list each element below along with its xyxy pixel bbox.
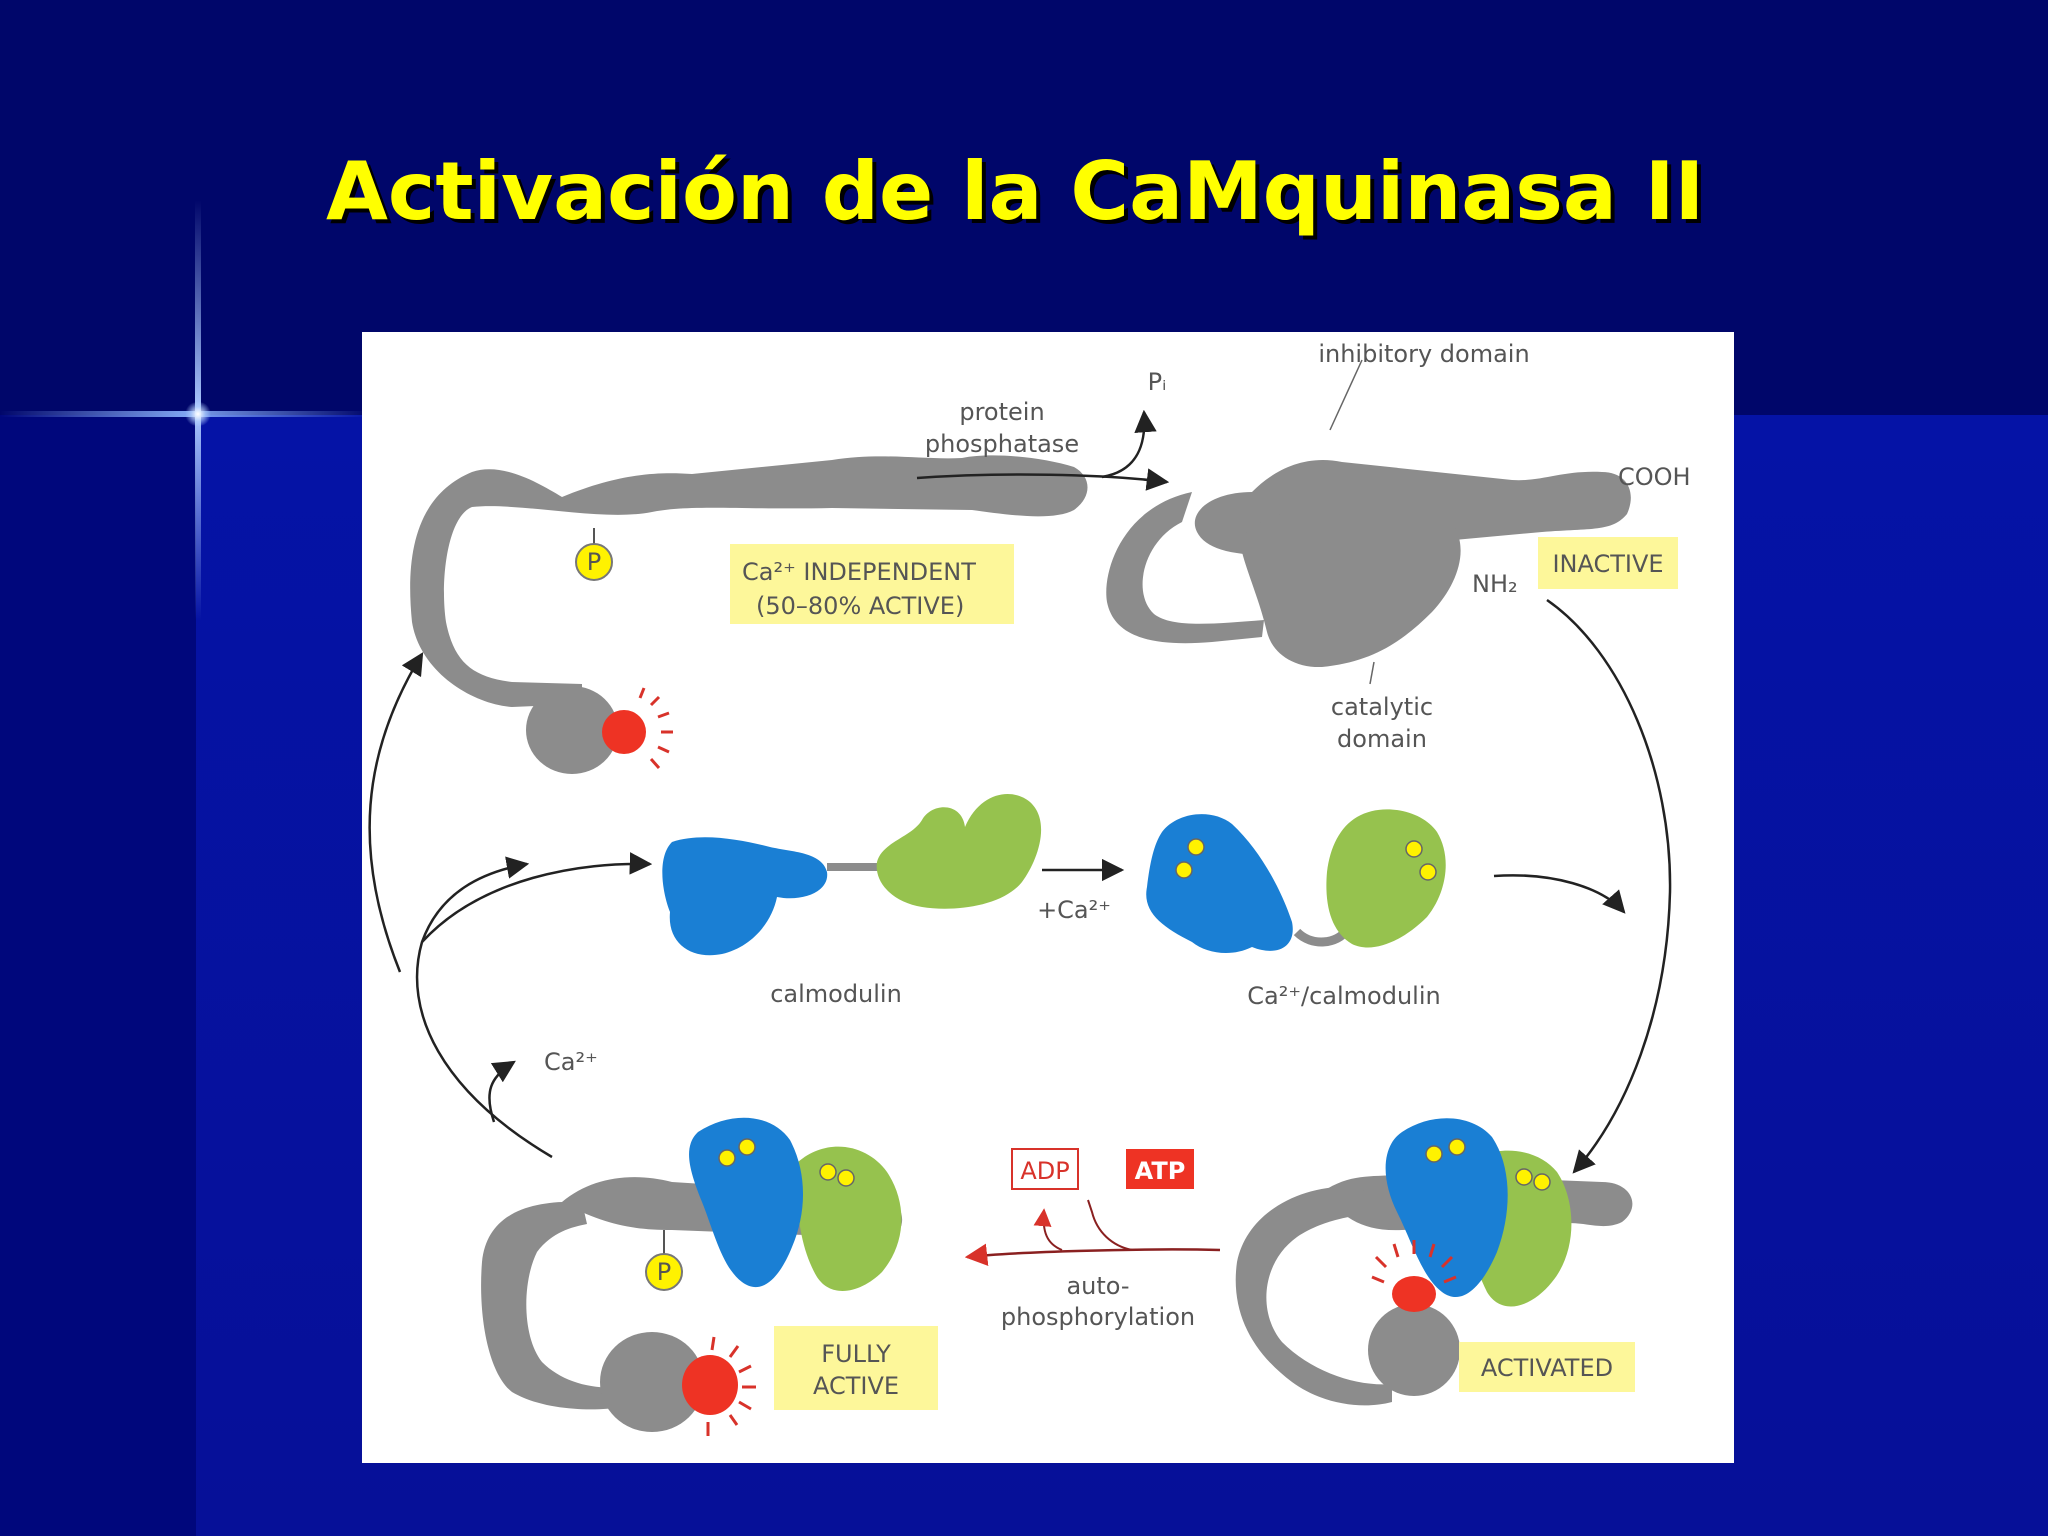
kinase-fully-active: P	[481, 1117, 903, 1436]
label-atp: ATP	[1135, 1157, 1186, 1185]
arrow-autophosphorylation	[964, 1243, 1221, 1266]
leader-inhibitory	[1329, 359, 1363, 431]
label-activated: ACTIVATED	[1481, 1354, 1613, 1382]
label-box-activated	[1459, 1342, 1635, 1392]
arrow-ca-release	[488, 1060, 516, 1123]
label-plus-ca: +Ca²⁺	[1037, 896, 1111, 924]
kinase-activated	[1235, 1118, 1633, 1406]
label-active: ACTIVE	[813, 1372, 899, 1400]
label-domain: domain	[1337, 725, 1427, 753]
label-box-adp	[1011, 1148, 1079, 1190]
camkii-diagram: P Ca²⁺ INDEPENDENT (50–80% ACTIVE) prote…	[362, 332, 1734, 1463]
arrow-right-cycle	[1546, 598, 1672, 1174]
label-ca-release: Ca²⁺	[544, 1048, 598, 1076]
leader-catalytic	[1369, 661, 1375, 685]
phosphate-label-top: P	[587, 548, 601, 576]
phosphate-label-bottom: P	[657, 1258, 671, 1286]
arrow-adp-out	[1033, 1208, 1063, 1251]
kinase-ca-independent: P	[410, 455, 1088, 774]
label-box-atp	[1126, 1149, 1194, 1189]
light-flare-core	[184, 402, 212, 426]
calmodulin-apo	[662, 794, 1042, 956]
kinase-inactive	[1106, 359, 1631, 685]
label-catalytic: catalytic	[1331, 693, 1433, 721]
label-adp: ADP	[1020, 1157, 1069, 1185]
label-box-ca-independent	[730, 544, 1014, 624]
calmodulin-ca-bound	[1146, 809, 1446, 954]
label-calmodulin: calmodulin	[770, 980, 902, 1008]
label-phosphatase: phosphatase	[925, 430, 1079, 458]
arrow-left-cycle-up	[368, 652, 424, 973]
label-phosphorylation: phosphorylation	[1001, 1303, 1195, 1331]
slide-title: Activación de la CaMquinasa II	[326, 145, 1705, 238]
background-left	[0, 415, 196, 1536]
arrow-pi-release	[1101, 409, 1157, 479]
arrow-atp-in	[1087, 1199, 1133, 1251]
label-box-fully-active	[774, 1326, 938, 1410]
label-inhibitory-domain: inhibitory domain	[1318, 340, 1529, 368]
label-ca-independent: Ca²⁺ INDEPENDENT	[742, 558, 976, 586]
label-box-inactive	[1538, 537, 1678, 589]
arrow-calmodulin-release-1	[415, 856, 553, 1159]
label-ca-calmodulin: Ca²⁺/calmodulin	[1247, 982, 1440, 1010]
label-auto: auto-	[1066, 1272, 1129, 1300]
label-nh2: NH₂	[1472, 570, 1518, 598]
label-pi: Pᵢ	[1148, 368, 1167, 396]
label-inactive: INACTIVE	[1552, 550, 1663, 578]
arrow-phosphatase	[916, 468, 1170, 491]
arrow-calmodulin-binding	[1493, 874, 1626, 914]
label-protein: protein	[959, 398, 1044, 426]
arrow-calmodulin-release-2	[421, 852, 653, 943]
label-cooh: COOH	[1618, 463, 1691, 491]
label-percent-active: (50–80% ACTIVE)	[756, 592, 964, 620]
label-fully: FULLY	[821, 1340, 891, 1368]
